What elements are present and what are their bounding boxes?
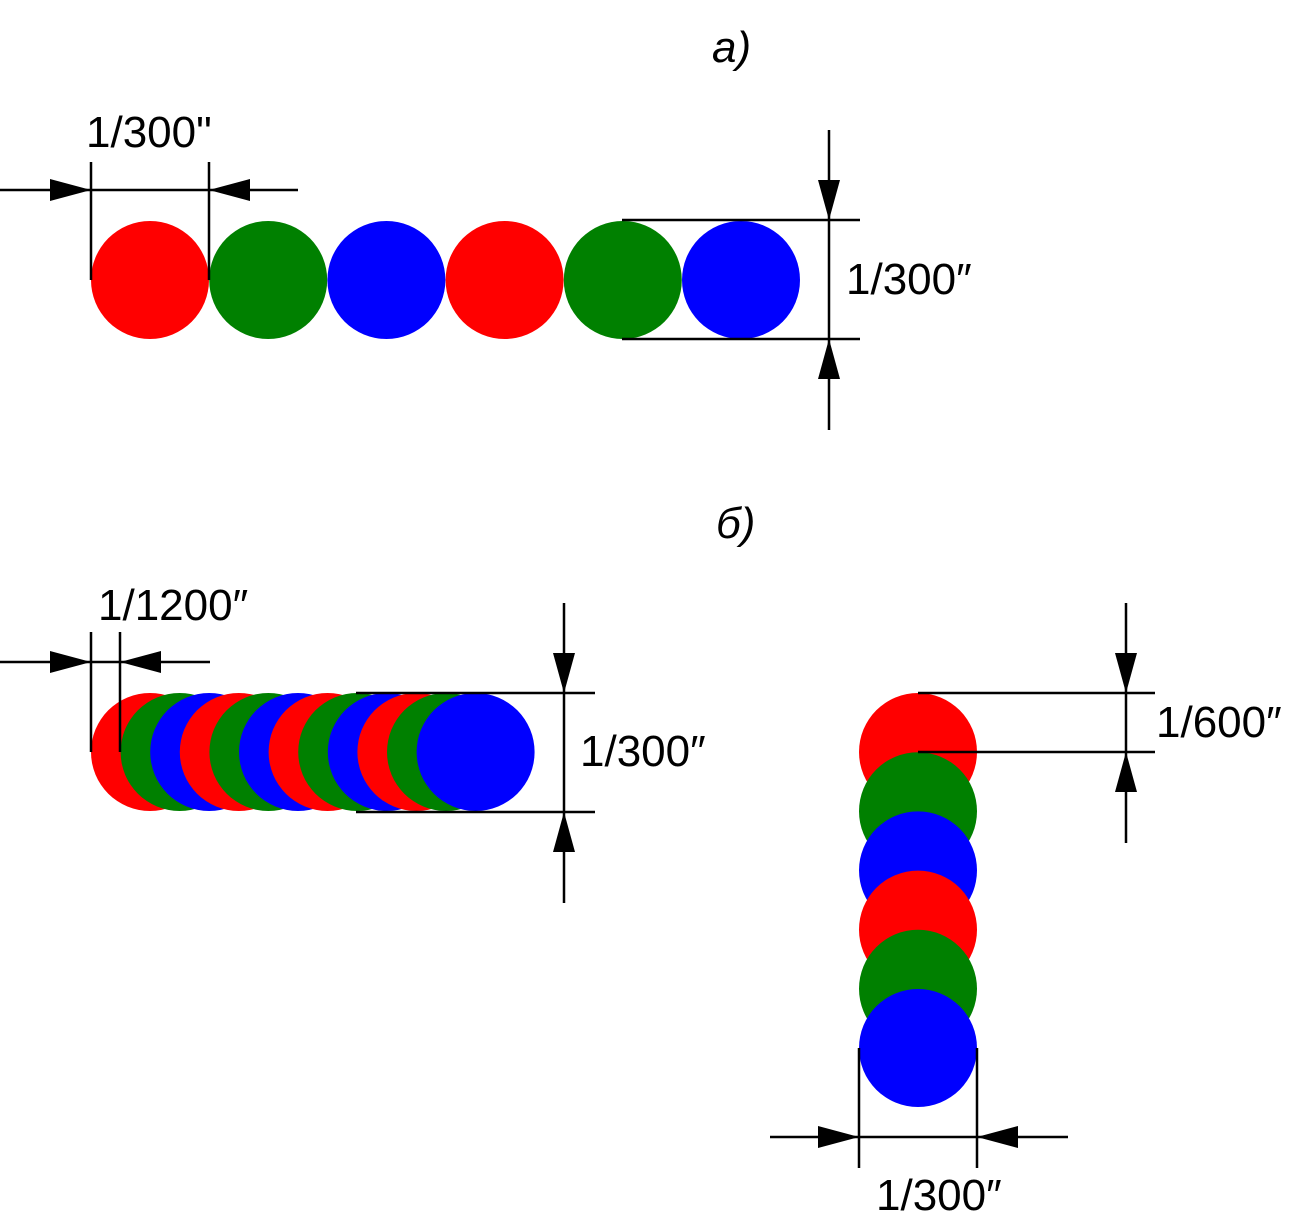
arrow-right-icon <box>50 651 91 673</box>
panel-b-vertical-pitch-label: 1/600″ <box>1156 698 1282 747</box>
green-dot <box>563 221 682 339</box>
arrow-right-icon <box>818 1126 859 1148</box>
arrow-down-icon <box>818 180 840 220</box>
panel-b-vertical-width-dimension: 1/300″ <box>770 1048 1068 1220</box>
panel-b-vertical-width-label: 1/300″ <box>876 1171 1002 1220</box>
panel-a: а) 1/300" 1/300″ <box>0 23 972 430</box>
blue-dot <box>682 221 800 339</box>
panel-a-pitch-dimension: 1/300" <box>0 108 298 280</box>
green-dot <box>209 221 328 339</box>
panel-b-horizontal-pitch-label: 1/1200″ <box>98 581 248 630</box>
panel-b-horizontal-height-dimension: 1/300″ <box>356 603 706 903</box>
panel-b-horizontal-pitch-dimension: 1/1200″ <box>0 581 248 752</box>
arrow-down-icon <box>1115 653 1137 693</box>
panel-a-pitch-label: 1/300" <box>86 108 212 157</box>
panel-b: б) 1/1200″ 1/300″ <box>0 499 1282 1220</box>
panel-b-vertical: 1/600″ 1/300″ <box>770 603 1282 1220</box>
blue-dot <box>859 989 977 1107</box>
arrow-left-icon <box>209 179 250 201</box>
blue-dot <box>327 221 446 339</box>
panel-b-horizontal-dot-row <box>91 693 535 811</box>
panel-b-label: б) <box>716 499 755 548</box>
arrow-up-icon <box>818 339 840 379</box>
arrow-up-icon <box>1115 752 1137 792</box>
arrow-left-icon <box>120 651 161 673</box>
red-dot <box>91 221 209 339</box>
panel-a-height-dimension: 1/300″ <box>622 130 972 430</box>
panel-b-vertical-pitch-dimension: 1/600″ <box>918 603 1282 843</box>
panel-a-dot-row <box>91 221 800 339</box>
red-dot <box>445 221 564 339</box>
panel-b-vertical-dot-column <box>859 693 977 1107</box>
panel-b-horizontal: 1/1200″ 1/300″ <box>0 581 706 903</box>
blue-dot <box>416 693 535 811</box>
panel-a-height-label: 1/300″ <box>846 255 972 304</box>
panel-b-horizontal-height-label: 1/300″ <box>580 727 706 776</box>
panel-a-label: а) <box>712 23 751 72</box>
arrow-down-icon <box>553 653 575 693</box>
arrow-left-icon <box>977 1126 1018 1148</box>
arrow-right-icon <box>50 179 91 201</box>
arrow-up-icon <box>553 812 575 852</box>
